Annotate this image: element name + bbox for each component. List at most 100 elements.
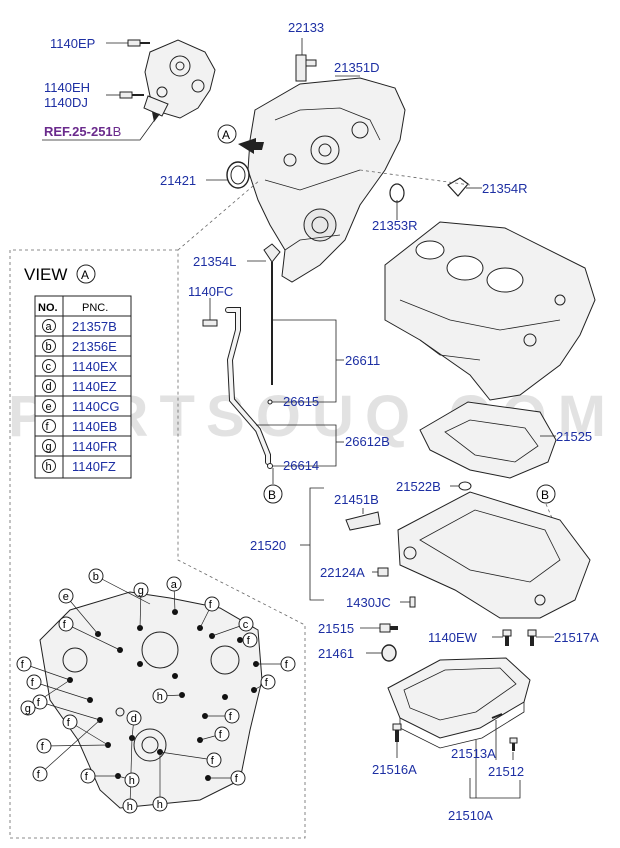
table-row-letter-circle [42,439,56,453]
callout-h-circle [152,796,168,812]
callout-g-letter: g [138,585,144,597]
callout-B-left [263,484,283,504]
callout-leader [159,751,215,761]
label-26611: 26611 [345,353,380,368]
label-1140FC: 1140FC [188,284,233,299]
callout-f-circle [230,770,246,786]
callout-B-left-letter: B [268,488,276,502]
table-row-letter-circle [42,339,56,353]
callout-f-circle [26,674,42,690]
bolt-1140EP [127,39,150,47]
callout-B-right [536,484,556,504]
callout-f-letter: f [209,599,213,611]
callout-g-letter: g [25,703,31,715]
callout-f-letter: f [67,717,71,729]
view-letter-circle [76,264,96,284]
callout-leader [43,744,109,747]
label-22133: 22133 [288,20,324,35]
label-21520: 21520 [250,538,286,553]
callout-f-circle [214,726,230,742]
callout-leader [39,701,101,721]
callout-A-circle [217,124,237,144]
callout-f-circle [16,656,32,672]
callout-A-letter: A [222,128,230,142]
label-22124A: 22124A [320,565,365,580]
table-row-letter-circle [42,319,56,333]
callout-f-circle [62,714,78,730]
table-row-pnc: 1140FR [72,439,117,454]
callout-f-letter: f [235,773,239,785]
view-letter: A [81,268,89,282]
callout-leader [129,737,133,807]
water-pump-drawing [143,39,216,119]
label-21516A: 21516A [372,762,417,777]
callout-f-letter: f [247,635,251,647]
label-reference: REF.25-251B [44,124,121,139]
callout-f-circle [260,674,276,690]
label-21353R: 21353R [372,218,418,233]
table-header-no: NO. [38,302,58,314]
callout-f-letter: f [37,769,41,781]
label-21513A: 21513A [451,746,496,761]
table-row-letter-circle [42,459,56,473]
callout-f-letter: f [285,659,289,671]
seal-21461 [381,644,397,662]
callout-h-letter: h [129,775,135,787]
callout-h-letter: h [157,799,163,811]
table-row-letter: f [46,421,50,433]
callout-b-letter: b [93,571,99,583]
plug-21515 [379,623,398,633]
label-21461: 21461 [318,646,354,661]
seal-21421 [226,161,250,189]
label-1140EW: 1140EW [428,630,478,645]
callout-f-letter: f [41,741,45,753]
bolt-1140EH [119,91,144,99]
callout-b-circle [88,568,104,584]
pin-1430JC [409,596,416,608]
label-1140EP: 1140EP [50,36,95,51]
callout-f-circle [242,632,258,648]
callout-e-letter: e [63,591,69,603]
view-a-panel-border [9,249,306,839]
callout-f-circle [206,752,222,768]
callout-c-circle [238,616,254,632]
lower-oil-pan-drawing [387,657,531,749]
table-row-letter: b [46,341,52,353]
callout-f-letter: f [63,619,67,631]
table-row-letter: c [46,361,52,373]
callout-f-circle [80,768,96,784]
table-row-pnc: 1140EX [72,359,118,374]
callout-f-letter: f [211,755,215,767]
callout-f-circle [36,738,52,754]
callout-f-circle [280,656,296,672]
label-21351D: 21351D [334,60,380,75]
callout-d-letter: d [131,713,137,725]
table-row-letter: e [46,401,52,413]
baffle-21451B [345,511,381,531]
callout-leader [65,623,121,651]
bolt-1140EW [502,629,512,646]
table-row-pnc: 21357B [72,319,117,334]
gasket-21354R [447,177,469,197]
bolt-21517A [527,629,537,646]
sensor-22133 [295,54,317,82]
table-row-letter-circle [42,379,56,393]
label-21522B: 21522B [396,479,441,494]
label-21517A: 21517A [554,630,599,645]
callout-h-circle [122,798,138,814]
table-row-pnc: 1140EZ [72,379,117,394]
callout-leader [23,663,71,681]
table-row-pnc: 1140CG [72,399,119,414]
label-21354L: 21354L [193,254,236,269]
callout-leader [65,595,99,635]
view-title: VIEW [24,265,67,284]
callout-f-letter: f [85,771,89,783]
label-21515: 21515 [318,621,354,636]
engine-block-drawing [384,221,596,401]
label-21421: 21421 [160,173,196,188]
